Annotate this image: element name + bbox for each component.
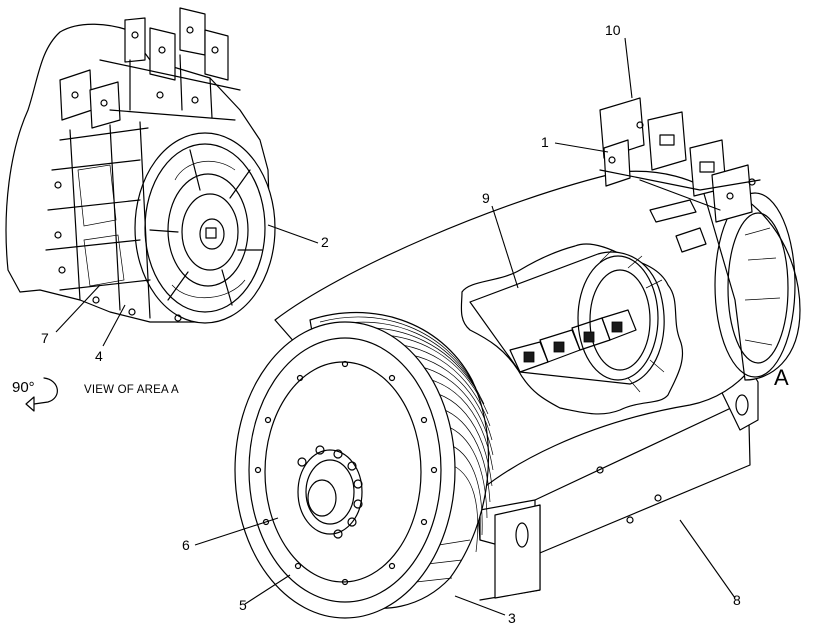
generator-main-view (194, 37, 801, 619)
detail-view-area-a (5, 7, 319, 347)
plate-bolts (254, 360, 438, 586)
callout-3: 3 (508, 610, 516, 626)
callout-7: 7 (41, 330, 49, 346)
hub-bolts (297, 445, 363, 539)
callout-9: 9 (482, 190, 490, 206)
view-caption: VIEW OF AREA A (84, 384, 179, 396)
area-marker: A (774, 365, 789, 390)
callout-1: 1 (541, 134, 549, 150)
callout-10: 10 (605, 22, 621, 38)
rotation-arrow-icon (25, 377, 58, 412)
rotation-label: 90° (12, 379, 35, 396)
callout-5: 5 (239, 597, 247, 613)
callout-6: 6 (182, 537, 190, 553)
callout-8: 8 (733, 592, 741, 608)
callout-4: 4 (95, 348, 103, 364)
callout-2: 2 (321, 234, 329, 250)
